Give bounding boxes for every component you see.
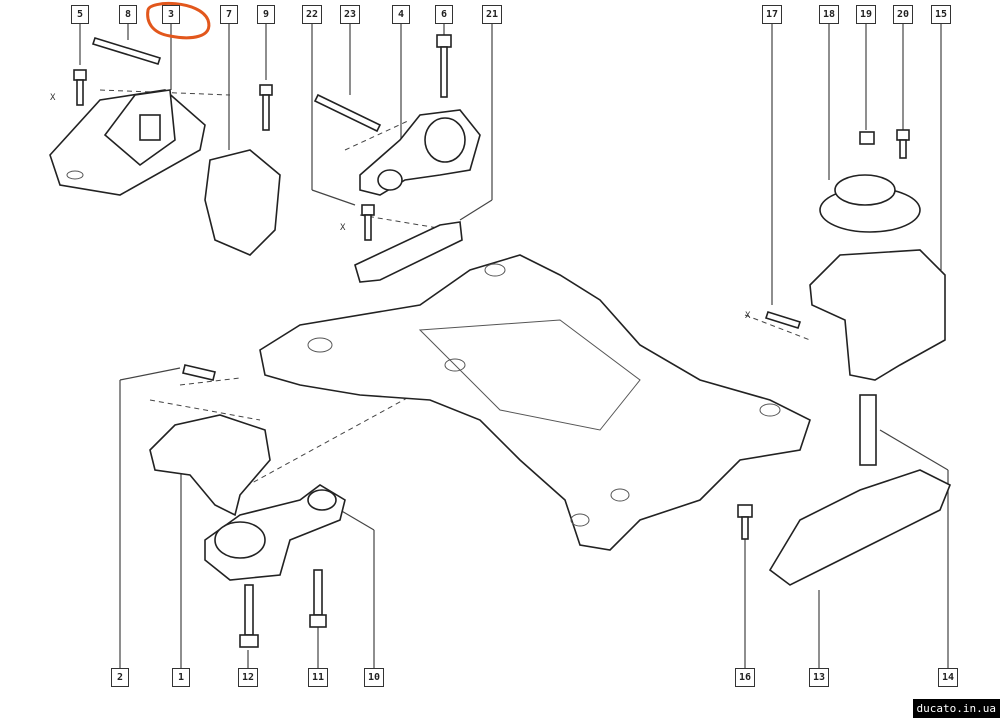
label-19: 19 <box>856 5 876 24</box>
subframe <box>259 254 811 551</box>
label-23: 23 <box>340 5 360 24</box>
label-12: 12 <box>238 668 258 687</box>
dimension-x-2: X <box>340 223 346 233</box>
label-15: 15 <box>931 5 951 24</box>
label-11: 11 <box>308 668 328 687</box>
dimension-x-3: X <box>745 311 751 321</box>
torque-rod-4 <box>359 109 481 196</box>
bolt-2 <box>182 364 216 381</box>
stud-14 <box>859 394 877 466</box>
label-8: 8 <box>119 5 137 24</box>
label-1: 1 <box>172 668 190 687</box>
bracket-7 <box>204 149 281 256</box>
bolt-6 <box>436 34 452 98</box>
bolt-8 <box>91 37 162 65</box>
label-5: 5 <box>71 5 89 24</box>
bolt-22 <box>361 204 375 241</box>
bolt-9 <box>259 84 273 131</box>
engine-mount-3 <box>49 89 206 196</box>
label-4: 4 <box>392 5 410 24</box>
label-18: 18 <box>819 5 839 24</box>
label-9: 9 <box>257 5 275 24</box>
bolt-17 <box>764 311 802 329</box>
bracket-15 <box>809 249 946 381</box>
bolt-12 <box>239 584 259 648</box>
label-21: 21 <box>482 5 502 24</box>
engine-mount-10 <box>204 484 346 581</box>
label-7: 7 <box>220 5 238 24</box>
label-20: 20 <box>893 5 913 24</box>
label-10: 10 <box>364 668 384 687</box>
nut-19 <box>859 131 875 145</box>
bolt-5 <box>73 69 87 106</box>
label-6: 6 <box>435 5 453 24</box>
label-3: 3 <box>162 5 180 24</box>
bracket-13 <box>768 469 952 586</box>
label-22: 22 <box>302 5 322 24</box>
bolt-11 <box>309 569 327 628</box>
label-13: 13 <box>809 668 829 687</box>
bracket-1 <box>149 414 271 517</box>
label-17: 17 <box>762 5 782 24</box>
bolt-16 <box>737 504 753 540</box>
bolt-23 <box>313 93 382 133</box>
link-21 <box>354 221 463 283</box>
dimension-x-1: X <box>50 93 56 103</box>
engine-mount-18 <box>819 174 921 233</box>
highlight-circle <box>146 1 211 40</box>
label-2: 2 <box>111 668 129 687</box>
watermark: ducato.in.ua <box>912 699 1000 718</box>
leader-lines <box>79 24 949 668</box>
bolt-20 <box>896 129 910 159</box>
label-14: 14 <box>938 668 958 687</box>
subframe-details <box>307 263 781 527</box>
label-16: 16 <box>735 668 755 687</box>
